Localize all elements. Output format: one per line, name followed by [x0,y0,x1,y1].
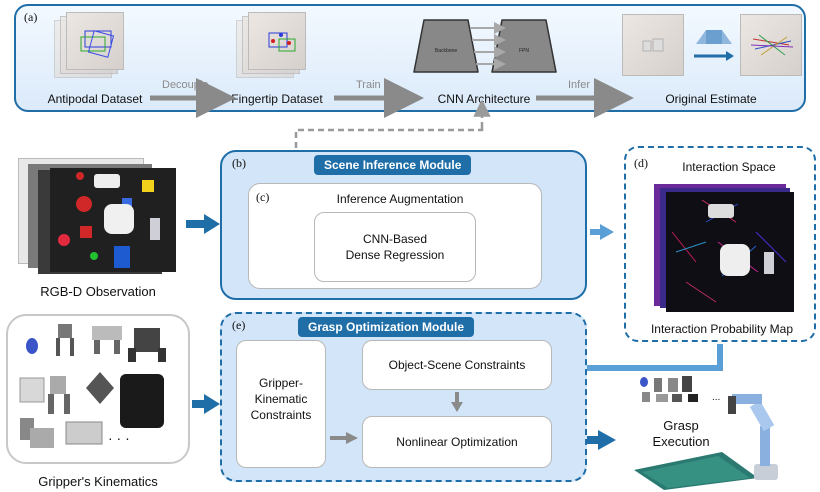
grasp-line1: Grasp [663,418,699,433]
gripper-line3: Constraints [250,408,312,422]
panel-a-arrows [150,19,634,118]
panel-d-tag: (d) [634,156,648,170]
panel-a-tag: (a) [24,10,38,24]
fingertip-dataset-label: Fingertip Dataset [231,92,323,106]
infer-label: Infer [568,79,591,91]
fpn-label: FPN [519,48,529,54]
interaction-probability-label: Interaction Probability Map [650,322,794,336]
original-estimate-label: Original Estimate [665,92,757,106]
dense-regression-box [314,212,476,282]
inference-augmentation-label: Inference Augmentation [336,192,464,206]
panel-c-tag: (c) [256,190,270,204]
backbone-label: Backbone [434,48,458,54]
gripper-images [19,324,166,448]
dense-regression-line2: Dense Regression [345,248,445,262]
original-image [622,14,684,76]
decouple-label: Decouple [162,79,209,91]
interaction-space-label: Interaction Space [682,160,776,174]
kinematics-ellipsis: · · · [108,430,130,446]
antipodal-dataset-label: Antipodal Dataset [47,92,143,106]
train-label: Train [356,79,381,91]
grasp-line2: Execution [652,434,710,449]
panel-e-tag: (e) [232,318,246,332]
estimate-arrow-icon [694,30,734,61]
execution-gripper-row [640,376,698,402]
object-scene-box [362,340,552,390]
gripper-line2: Kinematic [254,392,308,406]
dense-regression-line1: CNN-Based [362,232,428,246]
grasp-optimization-title: Grasp Optimization Module [298,317,475,337]
cnn-architecture-label: CNN Architecture [437,92,531,106]
gripper-line1: Gripper- [258,376,303,390]
nonlinear-box [362,416,552,468]
gripper-kinematics-label: Gripper's Kinematics [38,474,158,489]
gripper-kinematic-box [236,340,326,468]
nonlinear-label: Nonlinear Optimization [396,435,518,449]
rgbd-observation-label: RGB-D Observation [40,284,156,299]
execution-ellipsis: ... [712,392,721,403]
panel-b-tag: (b) [232,156,246,170]
robot-scene-image [634,394,778,490]
scene-inference-title: Scene Inference Module [314,155,472,175]
estimate-image [740,14,802,76]
object-scene-label: Object-Scene Constraints [388,358,526,372]
